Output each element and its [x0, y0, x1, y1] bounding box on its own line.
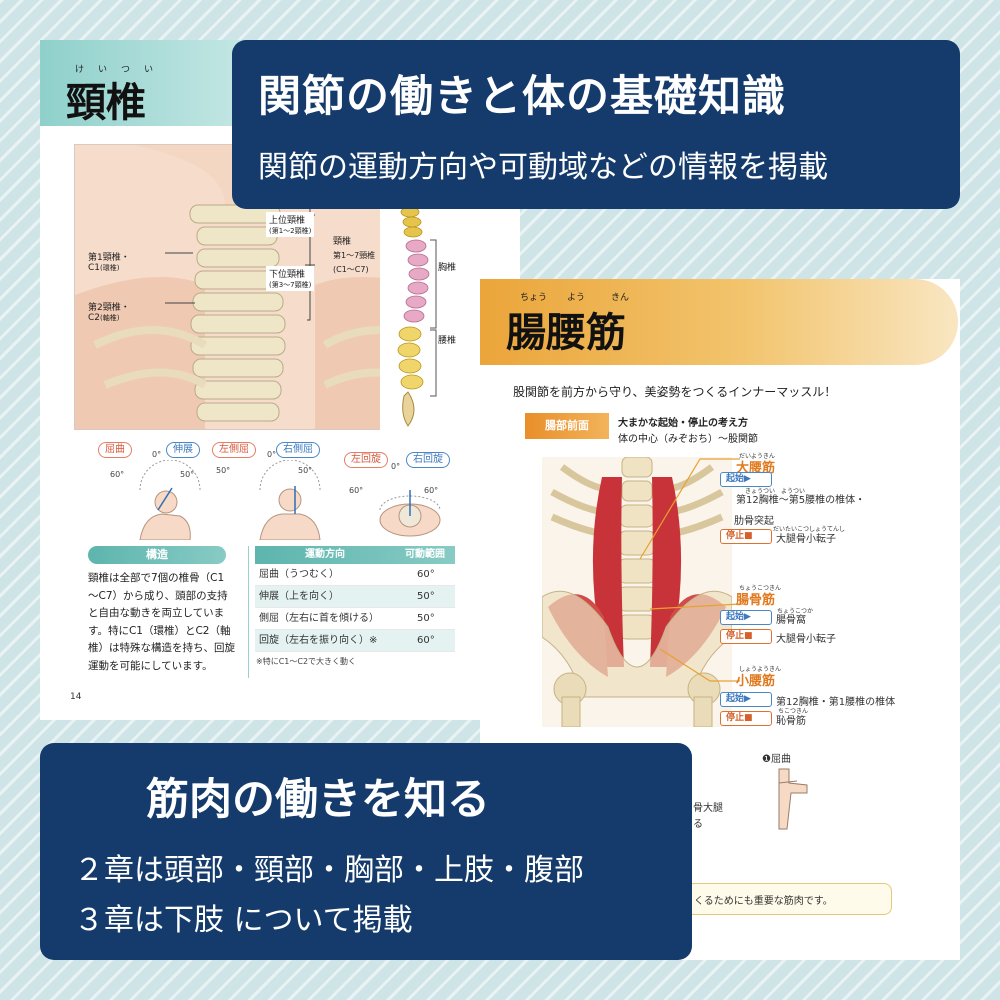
- ruby-origin-1: きょうつい ようつい: [745, 488, 806, 495]
- footer-note: くるためにも重要な筋肉です。: [694, 896, 833, 907]
- title-ruby: けいつい: [75, 65, 168, 75]
- label-thoracic: 胸椎: [438, 263, 457, 273]
- bottom-banner-line2: ３章は下肢 について掲載: [74, 903, 413, 938]
- label-c2: 第2頸椎・C2(軸椎): [88, 303, 130, 323]
- tag-right-rotation: 右回旋: [406, 452, 450, 468]
- angle-rot-left: 60°: [349, 486, 364, 495]
- insertion-iliacus: 大腿骨小転子: [776, 634, 836, 645]
- page-title: 腸腰筋: [506, 310, 626, 356]
- angle-ext-50: 50°: [180, 470, 195, 479]
- structure-header: 構造: [88, 546, 226, 564]
- bottom-banner: 筋肉の働きを知る ２章は頭部・頸部・胸部・上肢・腹部 ３章は下肢 について掲載: [40, 743, 692, 960]
- partial-text-1: 骨大腿: [693, 803, 723, 814]
- page-number: 14: [70, 692, 82, 702]
- ruby-insertion-3: ちこつきん: [778, 708, 809, 715]
- section-title: 大まかな起始・停止の考え方: [618, 418, 748, 429]
- angle-rot-right: 60°: [424, 486, 439, 495]
- label-lower-cervical: 下位頸椎(第3〜7頸椎): [266, 266, 315, 291]
- iliopsoas-illustration: [542, 457, 732, 727]
- origin-tag: 起始▶: [720, 692, 772, 707]
- bottom-banner-title: 筋肉の働きを知る: [146, 775, 490, 825]
- angle-rot-zero: 0°: [391, 462, 401, 471]
- insertion-tag: 停止■: [720, 529, 772, 544]
- muscle-name-iliacus: 腸骨筋: [736, 593, 776, 608]
- partial-text-2: る: [693, 819, 703, 830]
- label-cervical: 頸椎第1〜7頸椎(C1〜C7): [333, 237, 376, 274]
- right-title-band: [480, 279, 958, 365]
- table-row: 屈曲（うつむく）60°: [255, 564, 455, 586]
- tag-left-lateral: 左側屈: [212, 442, 256, 458]
- muscle-name-psoas-minor: 小腰筋: [736, 674, 776, 689]
- insertion-psoas-major: 大腿骨小転子: [776, 534, 836, 545]
- tag-flexion: 屈曲: [98, 442, 132, 458]
- title-ruby: ちょうようきん: [520, 293, 630, 303]
- label-lumbar: 腰椎: [438, 336, 457, 346]
- tag-extension: 伸展: [166, 442, 200, 458]
- table-row: 回旋（左右を振り向く）※60°: [255, 630, 455, 652]
- insertion-tag: 停止■: [720, 711, 772, 726]
- origin-tag: 起始▶: [720, 472, 772, 487]
- origin-psoas-major: 第12胸椎〜第5腰椎の椎体・肋骨突起: [734, 495, 866, 527]
- angle-flex-60: 60°: [110, 470, 125, 479]
- table-row: 側屈（左右に首を傾ける）50°: [255, 608, 455, 630]
- insertion-tag: 停止■: [720, 629, 772, 644]
- angle-lat-right: 50°: [298, 466, 313, 475]
- top-banner: 関節の働きと体の基礎知識 関節の運動方向や可動域などの情報を掲載: [232, 40, 960, 209]
- label-c1: 第1頸椎・C1(環椎): [88, 253, 130, 273]
- ruby-psoas-major: だいようきん: [739, 453, 775, 460]
- top-banner-subtitle: 関節の運動方向や可動域などの情報を掲載: [258, 150, 828, 185]
- label-upper-cervical: 上位頸椎(第1〜2頸椎): [266, 212, 315, 237]
- motion-label: ❶屈曲: [762, 754, 791, 765]
- range-table-header: 運動方向 可動範囲: [255, 546, 455, 564]
- angle-lat-left: 50°: [216, 466, 231, 475]
- leg-illustration: [765, 767, 815, 837]
- ruby-insertion-1: だいたいこつしょうてんし: [773, 526, 846, 533]
- tag-right-lateral: 右側屈: [276, 442, 320, 458]
- ruby-iliacus: ちょうこつきん: [739, 585, 782, 592]
- table-row: 伸展（上を向く）50°: [255, 586, 455, 608]
- angle-flex-zero: 0°: [152, 450, 162, 459]
- table-note: ※特にC1〜C2で大きく動く: [256, 657, 357, 666]
- ruby-origin-2: ちょうこつか: [777, 608, 814, 615]
- section-tag: 腸部前面: [525, 413, 609, 439]
- leader-lines: [639, 458, 741, 682]
- top-banner-title: 関節の働きと体の基礎知識: [258, 72, 786, 122]
- structure-text: 頸椎は全部で7個の椎骨（C1 〜C7）から成り、頭部の支持 と自由な動きを両立し…: [88, 572, 235, 672]
- section-subtitle: 体の中心（みぞおち）〜股関節: [618, 434, 758, 445]
- lead-text: 股関節を前方から守り、美姿勢をつくるインナーマッスル！: [513, 385, 837, 399]
- motion-illustrations: [110, 459, 480, 541]
- spine-side-panel: [380, 200, 472, 430]
- page-title: 頸椎: [66, 80, 146, 126]
- tag-left-rotation: 左回旋: [344, 452, 388, 468]
- origin-iliacus: 腸骨窩: [776, 615, 806, 626]
- divider: [248, 546, 249, 678]
- note-box: [686, 883, 892, 915]
- bottom-banner-line1: ２章は頭部・頸部・胸部・上肢・腹部: [74, 853, 584, 888]
- angle-lat-zero: 0°: [267, 450, 277, 459]
- insertion-psoas-minor: 恥骨筋: [776, 716, 806, 727]
- col-range: 可動範囲: [405, 549, 445, 560]
- origin-tag: 起始▶: [720, 610, 772, 625]
- origin-psoas-minor: 第12胸椎・第1腰椎の椎体: [776, 697, 896, 708]
- ruby-psoas-minor: しょうようきん: [739, 666, 782, 673]
- col-direction: 運動方向: [305, 549, 345, 560]
